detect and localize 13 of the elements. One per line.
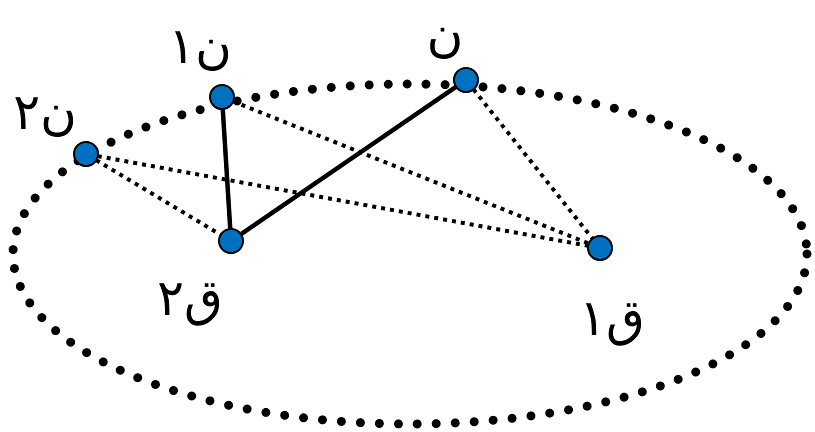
line	[240, 84, 458, 236]
point-marker	[73, 141, 99, 167]
dotted-line	[232, 100, 590, 246]
point-marker	[218, 228, 244, 254]
point-label: ن۱	[168, 21, 232, 71]
dotted-line	[97, 154, 589, 248]
point-label: ن۲	[13, 87, 77, 137]
line	[220, 108, 232, 230]
point-marker	[209, 84, 235, 110]
dotted-line	[472, 88, 594, 240]
point-marker	[453, 67, 479, 93]
point-label: ن	[426, 9, 464, 59]
point-marker	[587, 235, 613, 261]
